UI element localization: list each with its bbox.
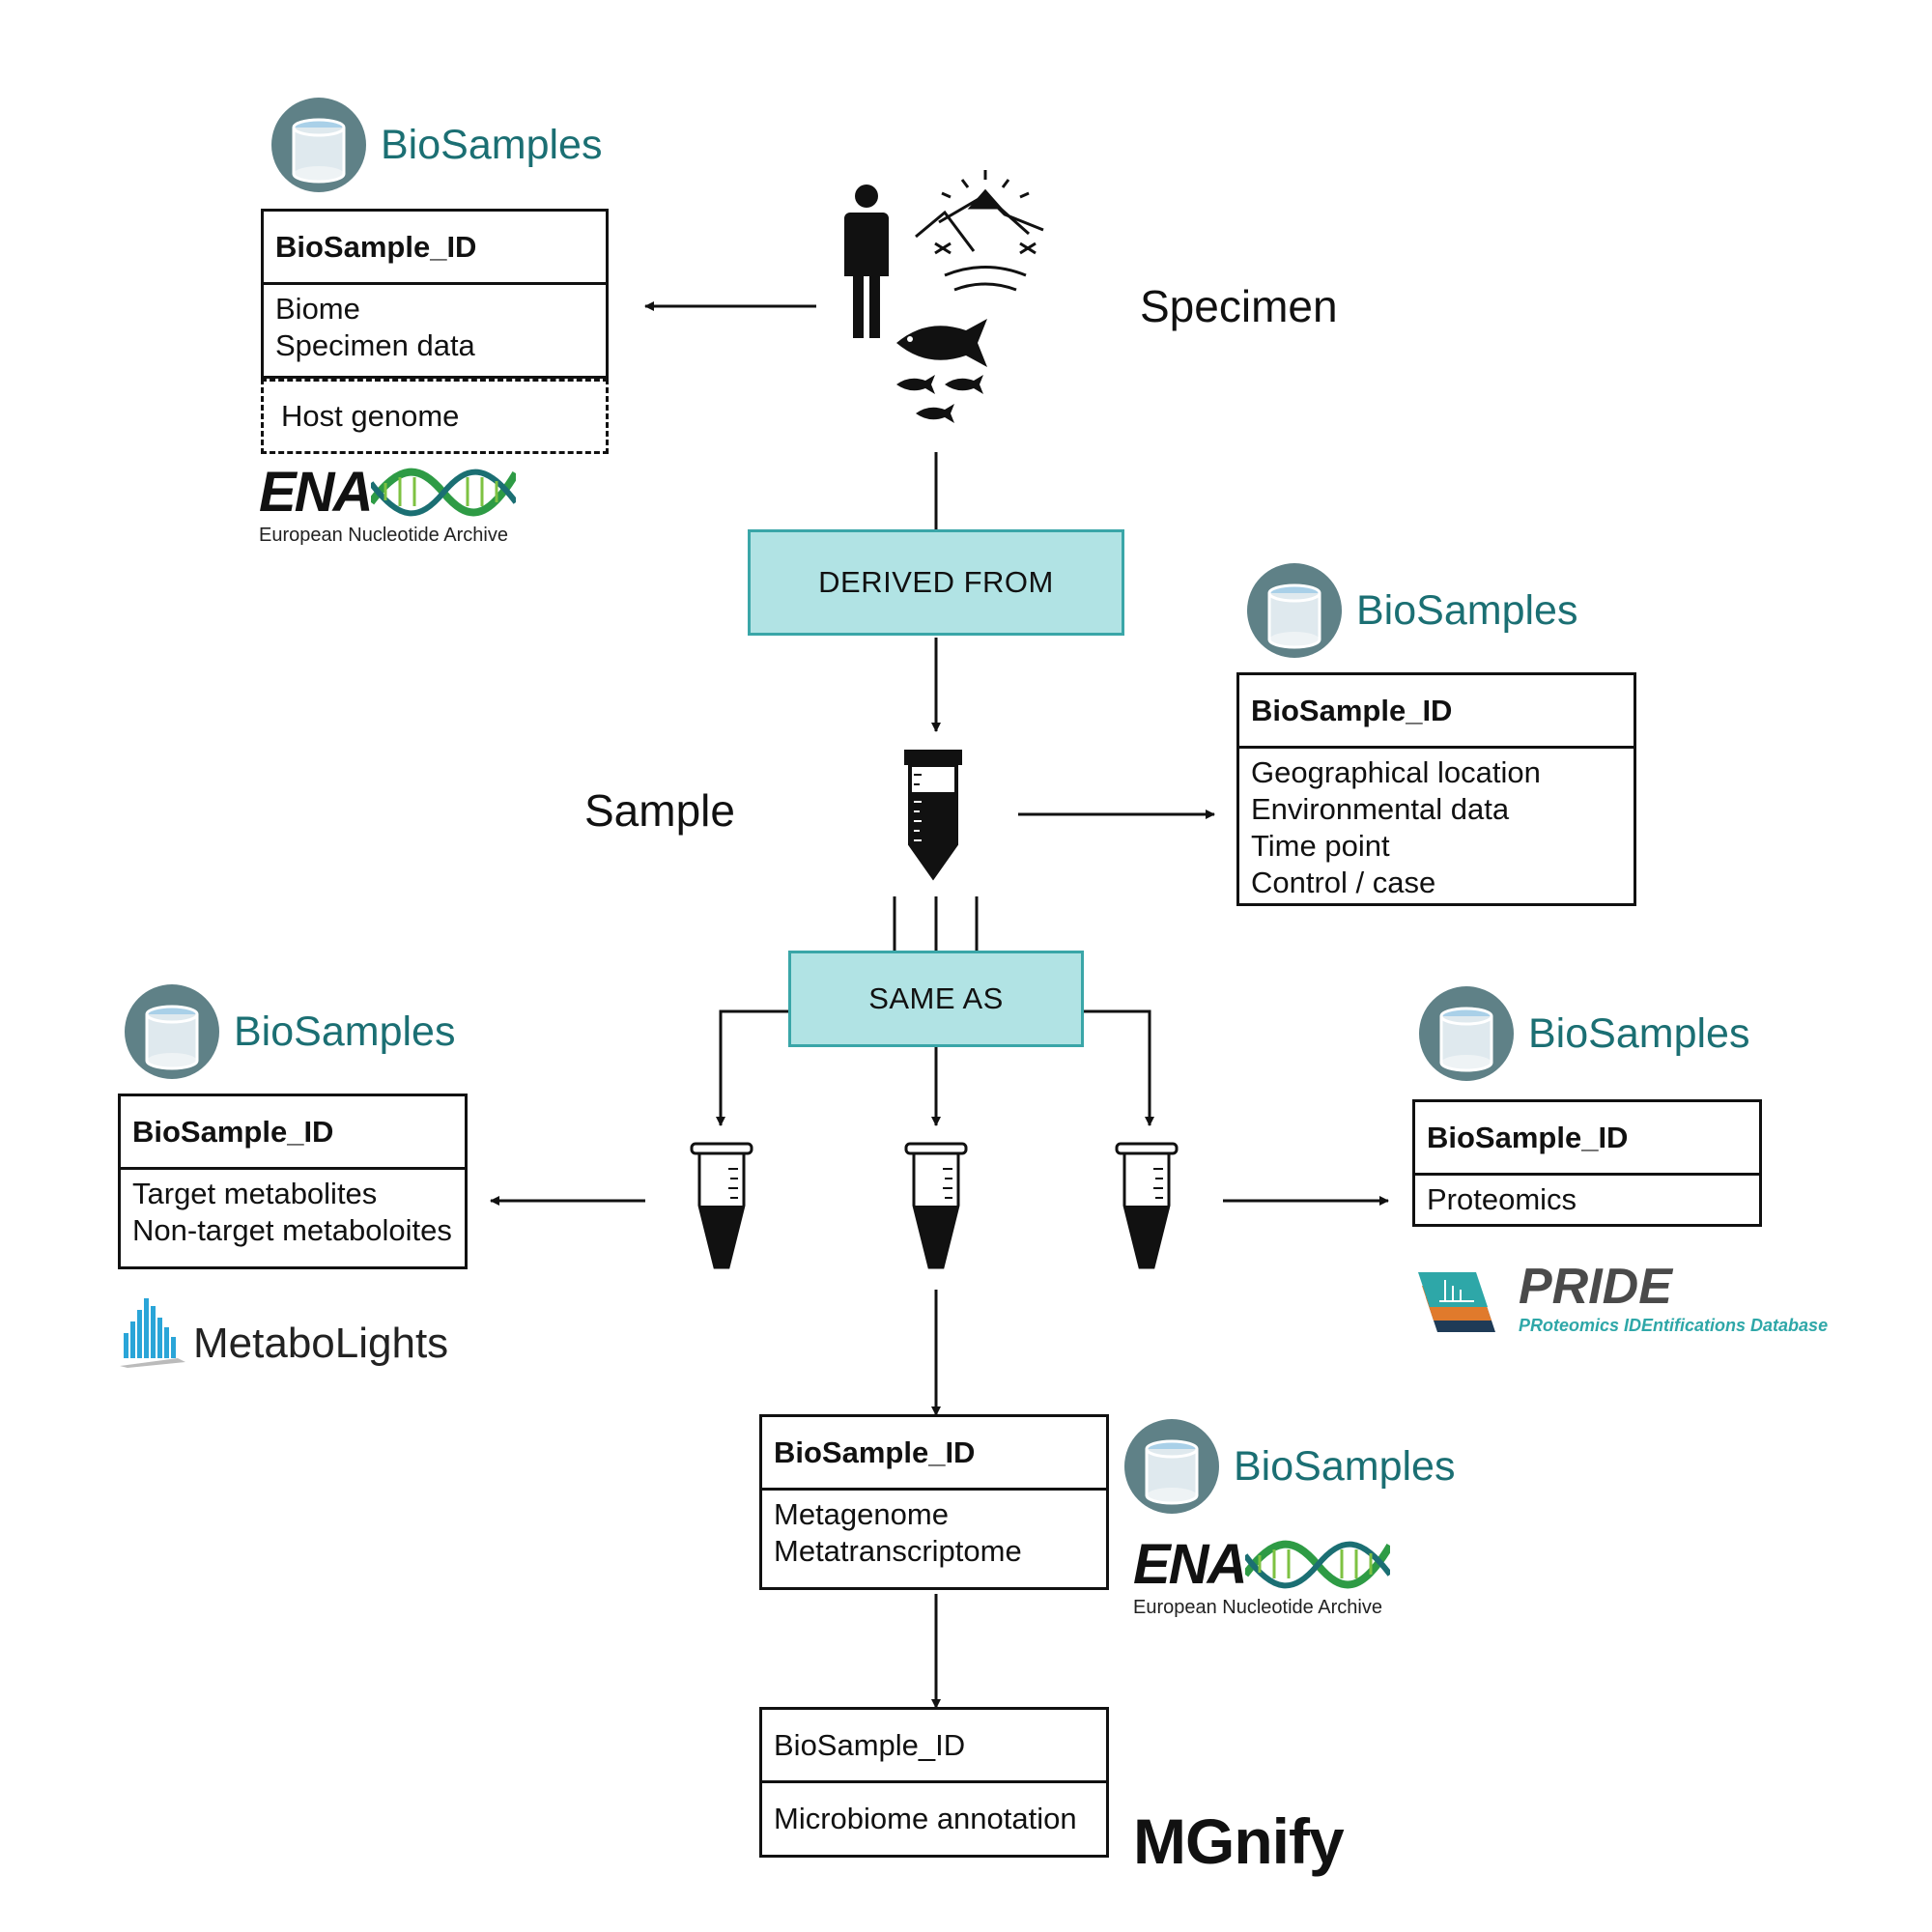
box-line-geo-location: Geographical location [1251,755,1541,789]
ena-logo: ENA European Nucleotide Archive [1133,1532,1391,1619]
biosamples-logo-text: BioSamples [1356,586,1578,634]
box-body: Biome Specimen data [264,285,606,370]
microbiome-biosample-box: BioSample_ID Microbiome annotation [759,1707,1109,1858]
box-body: Proteomics [1415,1176,1759,1224]
biosamples-logo: BioSamples [124,983,455,1080]
biosamples-logo-icon [1247,563,1342,658]
box-line-metagenome: Metagenome [774,1497,949,1531]
biosamples-logo: BioSamples [1123,1418,1455,1515]
biosamples-logo: BioSamples [1246,562,1577,659]
box-header: BioSample_ID [762,1417,1106,1491]
dna-helix-icon [371,468,517,516]
specimen-label: Specimen [1140,281,1338,331]
box-header: BioSample_ID [1415,1102,1759,1176]
box-line-biome: Biome [275,292,360,326]
metabolights-bars-icon [120,1298,185,1368]
biosamples-logo-text: BioSamples [381,121,603,168]
ena-logo-text: ENA [1133,1533,1247,1596]
metabolites-biosample-box: BioSample_ID Target metabolites Non-targ… [118,1094,468,1269]
box-body: Metagenome Metatranscriptome [762,1491,1106,1576]
sample-label: Sample [584,785,735,836]
box-body: Target metabolites Non-target metaboloit… [121,1170,465,1255]
arrow-same-to-right-tube [1082,1009,1154,1126]
specimen-biosample-box: BioSample_ID Biome Specimen data [261,209,609,379]
box-body: Geographical location Environmental data… [1239,749,1634,907]
box-header: BioSample_ID [1239,675,1634,749]
landscape-icon [915,170,1044,292]
ena-logo: ENA European Nucleotide Archive [259,460,517,547]
box-line-target-metabolites: Target metabolites [132,1177,378,1210]
biosamples-logo: BioSamples [1418,985,1749,1082]
box-line-metatranscriptome: Metatranscriptome [774,1534,1022,1568]
biosamples-logo-text: BioSamples [1234,1442,1456,1490]
box-line-specimen-data: Specimen data [275,328,475,362]
biosamples-logo-icon [1124,1419,1219,1514]
ena-logo-subtitle: European Nucleotide Archive [1133,1597,1382,1618]
box-body: Microbiome annotation [762,1783,1106,1843]
pride-logo-text: PRIDE [1519,1259,1672,1315]
metabolights-logo: MetaboLights [118,1294,448,1368]
box-line-control-case: Control / case [1251,866,1436,899]
box-line-environmental-data: Environmental data [1251,792,1510,826]
sample-biosample-box: BioSample_ID Geographical location Envir… [1236,672,1636,906]
metagenome-biosample-box: BioSample_ID Metagenome Metatranscriptom… [759,1414,1109,1590]
specimen-icons [844,170,1044,423]
test-tube-icon [904,750,962,881]
microtube-icon [1115,1142,1179,1269]
box-line-non-target-metabolites: Non-target metaboloites [132,1213,452,1247]
microtube-icon [904,1142,968,1269]
same-as-relation: SAME AS [788,951,1084,1047]
derived-from-relation: DERIVED FROM [748,529,1124,636]
biosamples-logo-icon [271,98,366,192]
pride-logo-subtitle: PRoteomics IDEntifications Database [1519,1316,1829,1335]
biosamples-logo-text: BioSamples [234,1008,456,1055]
biosamples-logo-icon [1419,986,1514,1081]
microtube-icon [690,1142,753,1269]
box-header: BioSample_ID [264,212,606,285]
dna-helix-icon [1245,1540,1391,1588]
biosamples-logo-icon [125,984,219,1079]
ena-logo-text: ENA [259,461,373,524]
box-line-time-point: Time point [1251,829,1390,863]
pride-logo: PRIDE PRoteomics IDEntifications Databas… [1416,1258,1828,1336]
proteomics-biosample-box: BioSample_ID Proteomics [1412,1099,1762,1227]
box-line-proteomics: Proteomics [1427,1182,1577,1216]
biosamples-logo: BioSamples [270,97,602,193]
metabolights-logo-text: MetaboLights [193,1320,449,1367]
host-genome-box: Host genome [261,379,609,454]
ena-logo-subtitle: European Nucleotide Archive [259,525,508,546]
box-header: BioSample_ID [762,1710,1106,1783]
biosamples-logo-text: BioSamples [1528,1009,1750,1057]
pride-layers-icon [1418,1271,1495,1332]
box-line-microbiome-annotation: Microbiome annotation [774,1802,1077,1835]
person-icon [844,185,889,338]
arrow-same-to-left-tube [716,1009,790,1126]
mgnify-logo: MGnify [1133,1805,1345,1877]
box-header: BioSample_ID [121,1096,465,1170]
fish-icon [896,319,987,423]
